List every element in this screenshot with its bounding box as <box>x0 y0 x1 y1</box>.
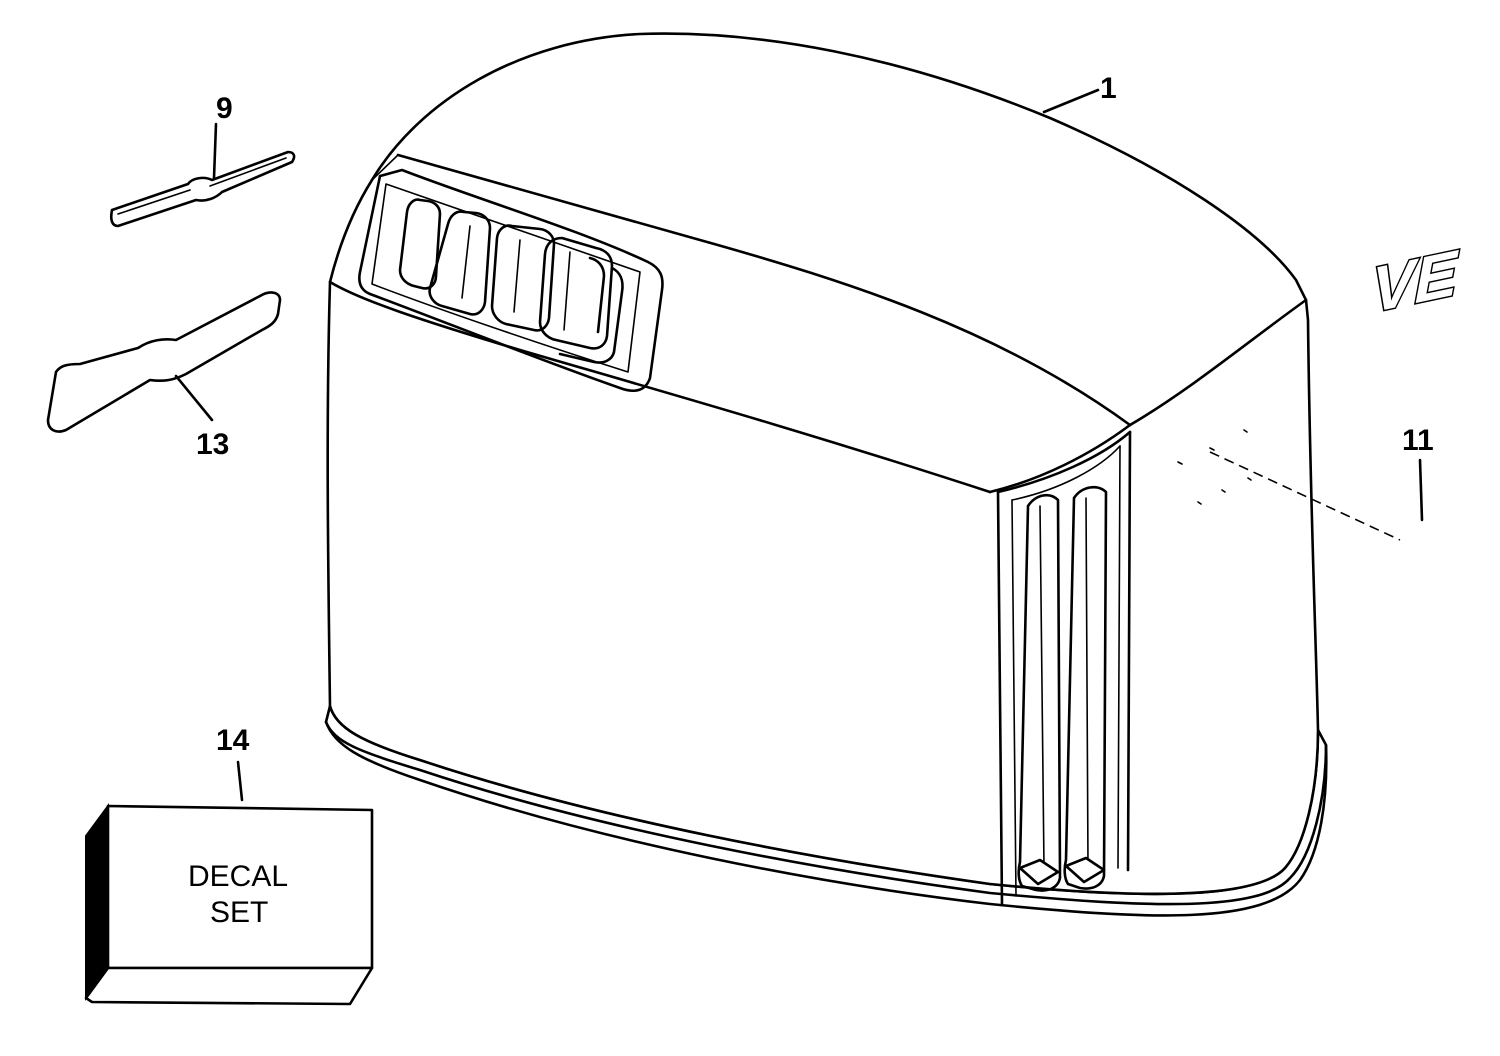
ve-emblem-text: VE <box>1372 235 1459 326</box>
engine-cover <box>324 32 1328 917</box>
decal-set-line1: DECAL <box>188 860 288 893</box>
top-vent-recess <box>358 168 664 392</box>
emblem-leader-dashed <box>1209 451 1401 541</box>
side-vent-panel <box>996 430 1132 907</box>
callout-9: 9 <box>216 92 233 125</box>
top-vent-slots <box>398 198 624 364</box>
mounting-holes <box>1177 429 1252 505</box>
decal-set-line2: SET <box>210 896 268 929</box>
callout-1: 1 <box>1100 72 1117 105</box>
callout-11: 11 <box>1402 424 1434 457</box>
ve-emblem: VE <box>1371 234 1461 328</box>
decal-strip-9 <box>109 122 296 228</box>
callout-14: 14 <box>216 724 250 757</box>
decal-set-box: DECAL SET <box>84 802 374 1006</box>
callout-13: 13 <box>196 428 229 461</box>
cover-body <box>326 32 1320 896</box>
decal-13 <box>46 291 282 433</box>
